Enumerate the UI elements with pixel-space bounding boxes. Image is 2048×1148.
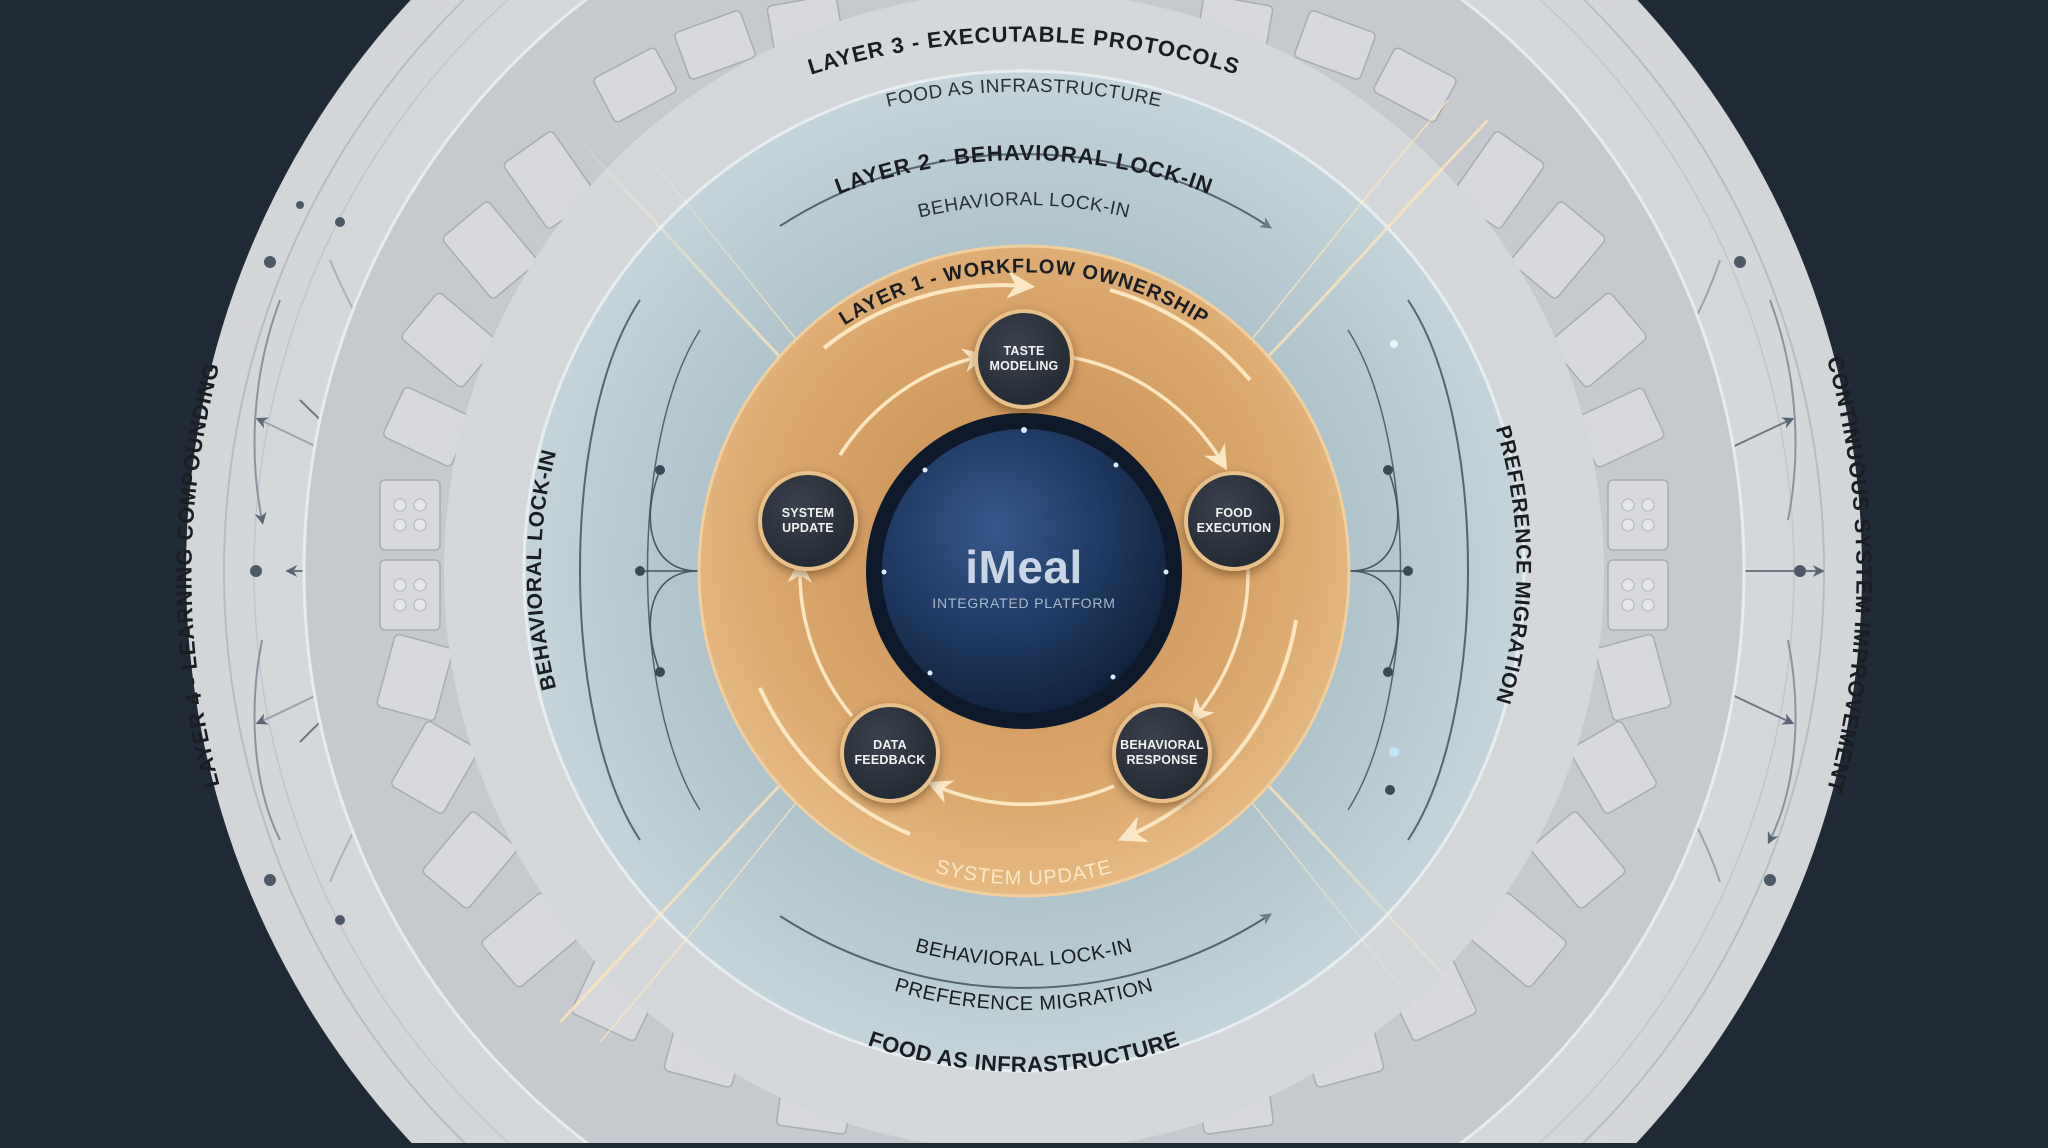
node-label-line2: EXECUTION: [1196, 521, 1272, 535]
layer2-arc-lines: [579, 153, 1469, 989]
node-label-line2: FEEDBACK: [854, 753, 926, 767]
node-label-line1: FOOD: [1215, 506, 1253, 520]
node-label-line1: TASTE: [1003, 344, 1045, 358]
layer1-inner-cycle-arrows: [787, 348, 1250, 807]
node-label-line2: UPDATE: [782, 521, 834, 535]
layer1-outer-cycle-arrows: [758, 270, 1298, 843]
node-data-feedback: DATA FEEDBACK: [840, 703, 940, 803]
node-label-line2: RESPONSE: [1126, 753, 1198, 767]
node-behavioral-response: BEHAVIORAL RESPONSE: [1112, 703, 1212, 803]
layer2-dots: [635, 340, 1413, 795]
layer2-flow-lines: [640, 469, 1408, 673]
node-food-execution: FOOD EXECUTION: [1184, 471, 1284, 571]
core-sparkles: [881, 427, 1169, 680]
node-label-line1: SYSTEM: [781, 506, 835, 520]
core-title: iMeal: [965, 541, 1083, 593]
node-system-update: SYSTEM UPDATE: [758, 471, 858, 571]
lego-studs: [393, 498, 1655, 612]
node-label-line1: DATA: [873, 738, 907, 752]
node-label-line2: MODELING: [989, 359, 1059, 373]
node-taste-modeling: TASTE MODELING: [974, 309, 1074, 409]
node-label-line1: BEHAVIORAL: [1120, 738, 1204, 752]
core-subtitle: INTEGRATED PLATFORM: [932, 595, 1116, 611]
core-disk: [882, 429, 1166, 713]
